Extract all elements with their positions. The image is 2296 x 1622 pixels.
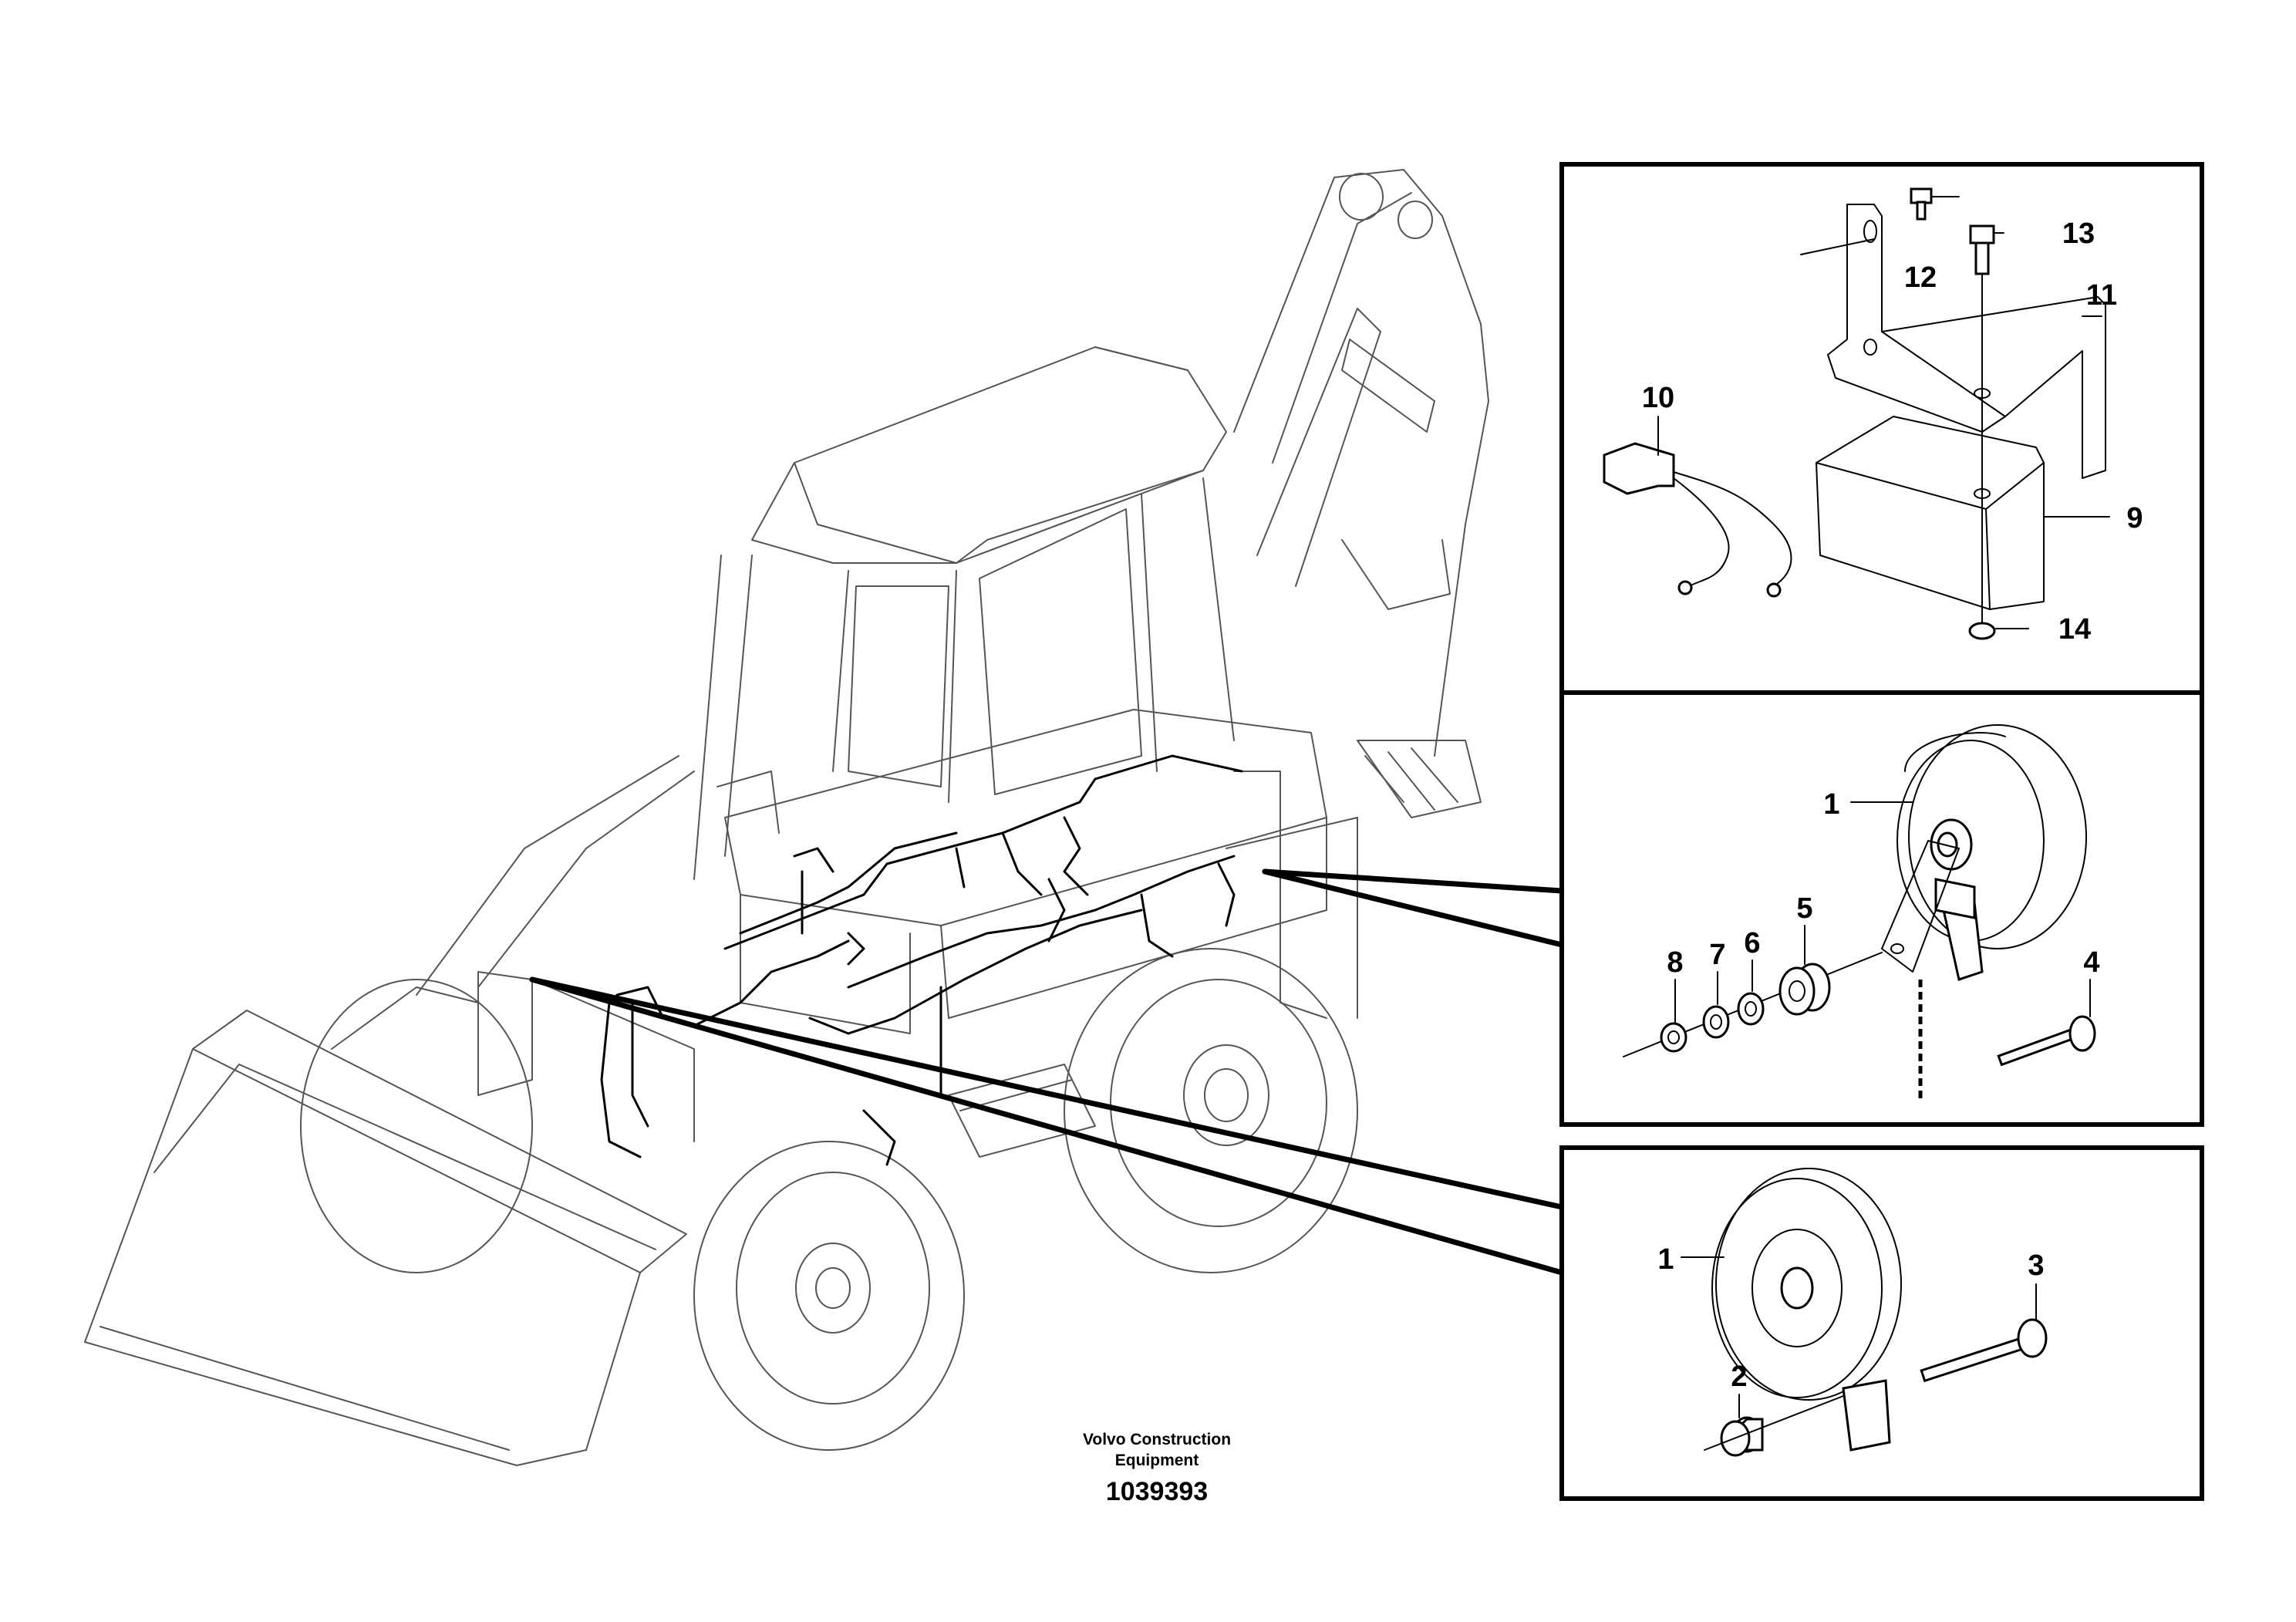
callout-7: 7 bbox=[1709, 939, 1725, 971]
backhoe-boom bbox=[1233, 169, 1489, 818]
washer-6 bbox=[1737, 992, 1765, 1026]
company-name-line1: Volvo Construction bbox=[1083, 1431, 1231, 1448]
callout-2: 2 bbox=[1731, 1361, 1747, 1393]
rear-wheel bbox=[1064, 948, 1358, 1273]
wiring-harness bbox=[600, 754, 1243, 1166]
callout-9: 9 bbox=[2126, 502, 2143, 534]
connector-cable-10 bbox=[1603, 442, 1792, 598]
horn-1-direct-view bbox=[1711, 1168, 1902, 1452]
callout-10: 10 bbox=[1642, 382, 1674, 414]
drawing-caption: Volvo Construction Equipment 1039393 bbox=[1083, 1431, 1231, 1506]
cab bbox=[416, 346, 1235, 996]
washer-7 bbox=[1702, 1005, 1730, 1039]
loader-bucket bbox=[84, 971, 695, 1466]
callout-5: 5 bbox=[1796, 892, 1812, 925]
callout-11: 11 bbox=[2086, 279, 2117, 312]
chassis-frame bbox=[716, 709, 1358, 1158]
nut-8 bbox=[1660, 1022, 1687, 1053]
callout-6: 6 bbox=[1744, 927, 1760, 959]
company-name-line2: Equipment bbox=[1115, 1452, 1199, 1469]
screw-12 bbox=[1910, 187, 1933, 221]
backhoe-loader-illustration bbox=[84, 169, 1489, 1466]
callout-4: 4 bbox=[2083, 946, 2099, 979]
front-wheel bbox=[300, 979, 965, 1451]
screw-13 bbox=[1969, 224, 1995, 275]
callout-3: 3 bbox=[2028, 1249, 2044, 1282]
callout-12: 12 bbox=[1904, 261, 1937, 294]
bolt-4 bbox=[1997, 1015, 2096, 1067]
detail-box-horn-bracket: 1 5 6 7 8 4 bbox=[1559, 690, 2204, 1127]
detail-box-bracket-assembly: 12 13 11 10 9 14 bbox=[1559, 162, 2204, 706]
drawing-number: 1039393 bbox=[1106, 1477, 1208, 1506]
callout-1-bracket-view: 1 bbox=[1823, 788, 1839, 821]
callout-1-direct-view: 1 bbox=[1657, 1243, 1674, 1276]
spacer-5 bbox=[1778, 963, 1831, 1016]
horn-1-bracket-view bbox=[1896, 724, 2087, 981]
callout-13: 13 bbox=[2062, 218, 2095, 250]
spacer-2 bbox=[1720, 1416, 1764, 1457]
horn-bracket-strap bbox=[1881, 840, 1960, 973]
callout-8: 8 bbox=[1667, 946, 1683, 979]
detail-leader-lines bbox=[529, 868, 1565, 1276]
nut-14 bbox=[1968, 622, 1996, 640]
bolt-3 bbox=[1920, 1318, 2048, 1383]
callout-14: 14 bbox=[2058, 613, 2091, 646]
detail-box-horn-direct: 1 2 3 bbox=[1559, 1145, 2204, 1501]
